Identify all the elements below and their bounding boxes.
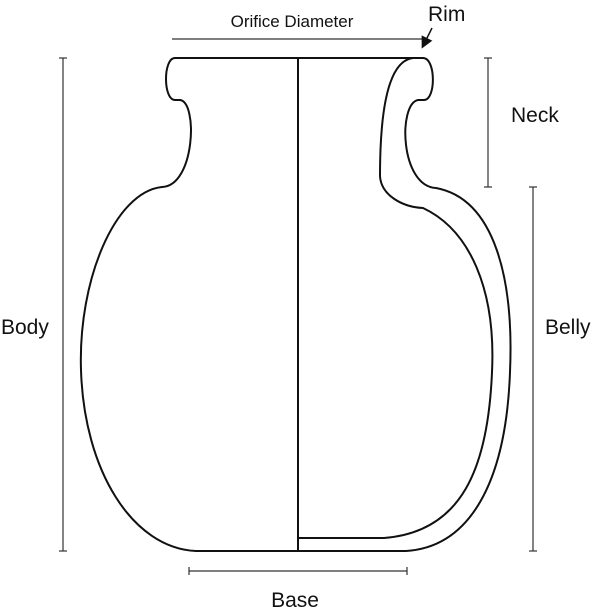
vessel-exterior-left-outline bbox=[79, 57, 299, 552]
rim-pointer-arrow bbox=[421, 27, 433, 49]
rim-label: Rim bbox=[428, 3, 465, 26]
vessel-section-outer-wall bbox=[297, 57, 512, 552]
base-label: Base bbox=[271, 589, 319, 612]
vessel-section-inner-wall bbox=[297, 57, 494, 539]
orifice-diameter-label: Orifice Diameter bbox=[231, 12, 354, 31]
belly-label: Belly bbox=[545, 316, 591, 339]
body-label: Body bbox=[1, 316, 49, 339]
neck-label: Neck bbox=[511, 104, 559, 127]
